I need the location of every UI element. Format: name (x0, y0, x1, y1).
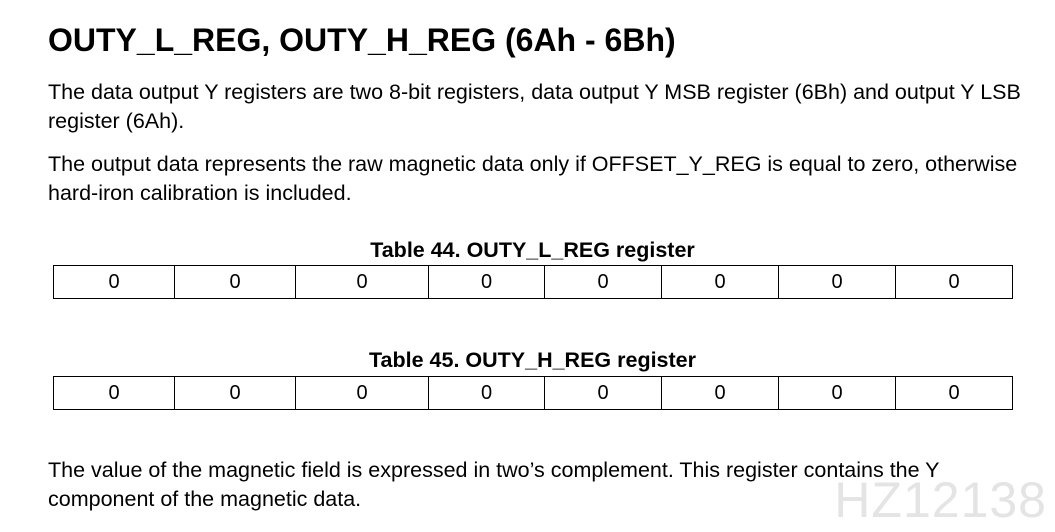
outy-h-reg-table: 0 0 0 0 0 0 0 0 (53, 376, 1013, 410)
section-title: OUTY_L_REG, OUTY_H_REG (6Ah - 6Bh) (48, 22, 676, 58)
bit-cell: 0 (895, 376, 1013, 410)
bit-cell: 0 (661, 376, 779, 410)
bit-cell: 0 (295, 265, 429, 299)
description-paragraph-2: The output data represents the raw magne… (48, 152, 1018, 205)
outy-l-reg-table: 0 0 0 0 0 0 0 0 (53, 265, 1013, 299)
bit-cell: 0 (428, 265, 545, 299)
closing-paragraph: The value of the magnetic field is expre… (48, 458, 940, 511)
bit-cell: 0 (174, 376, 296, 410)
bit-cell: 0 (895, 265, 1013, 299)
bit-cell: 0 (544, 376, 662, 410)
bit-cell: 0 (661, 265, 779, 299)
table-45-caption: Table 45. OUTY_H_REG register (369, 348, 696, 372)
bit-cell: 0 (778, 265, 896, 299)
bit-cell: 0 (53, 376, 175, 410)
table-row: 0 0 0 0 0 0 0 0 (53, 265, 1013, 299)
watermark: HZ12138 (834, 472, 1047, 528)
bit-cell: 0 (295, 376, 429, 410)
description-paragraph-1: The data output Y registers are two 8-bi… (48, 80, 1021, 133)
bit-cell: 0 (174, 265, 296, 299)
table-44-caption: Table 44. OUTY_L_REG register (370, 238, 695, 262)
bit-cell: 0 (544, 265, 662, 299)
bit-cell: 0 (428, 376, 545, 410)
bit-cell: 0 (778, 376, 896, 410)
table-row: 0 0 0 0 0 0 0 0 (53, 376, 1013, 410)
bit-cell: 0 (53, 265, 175, 299)
